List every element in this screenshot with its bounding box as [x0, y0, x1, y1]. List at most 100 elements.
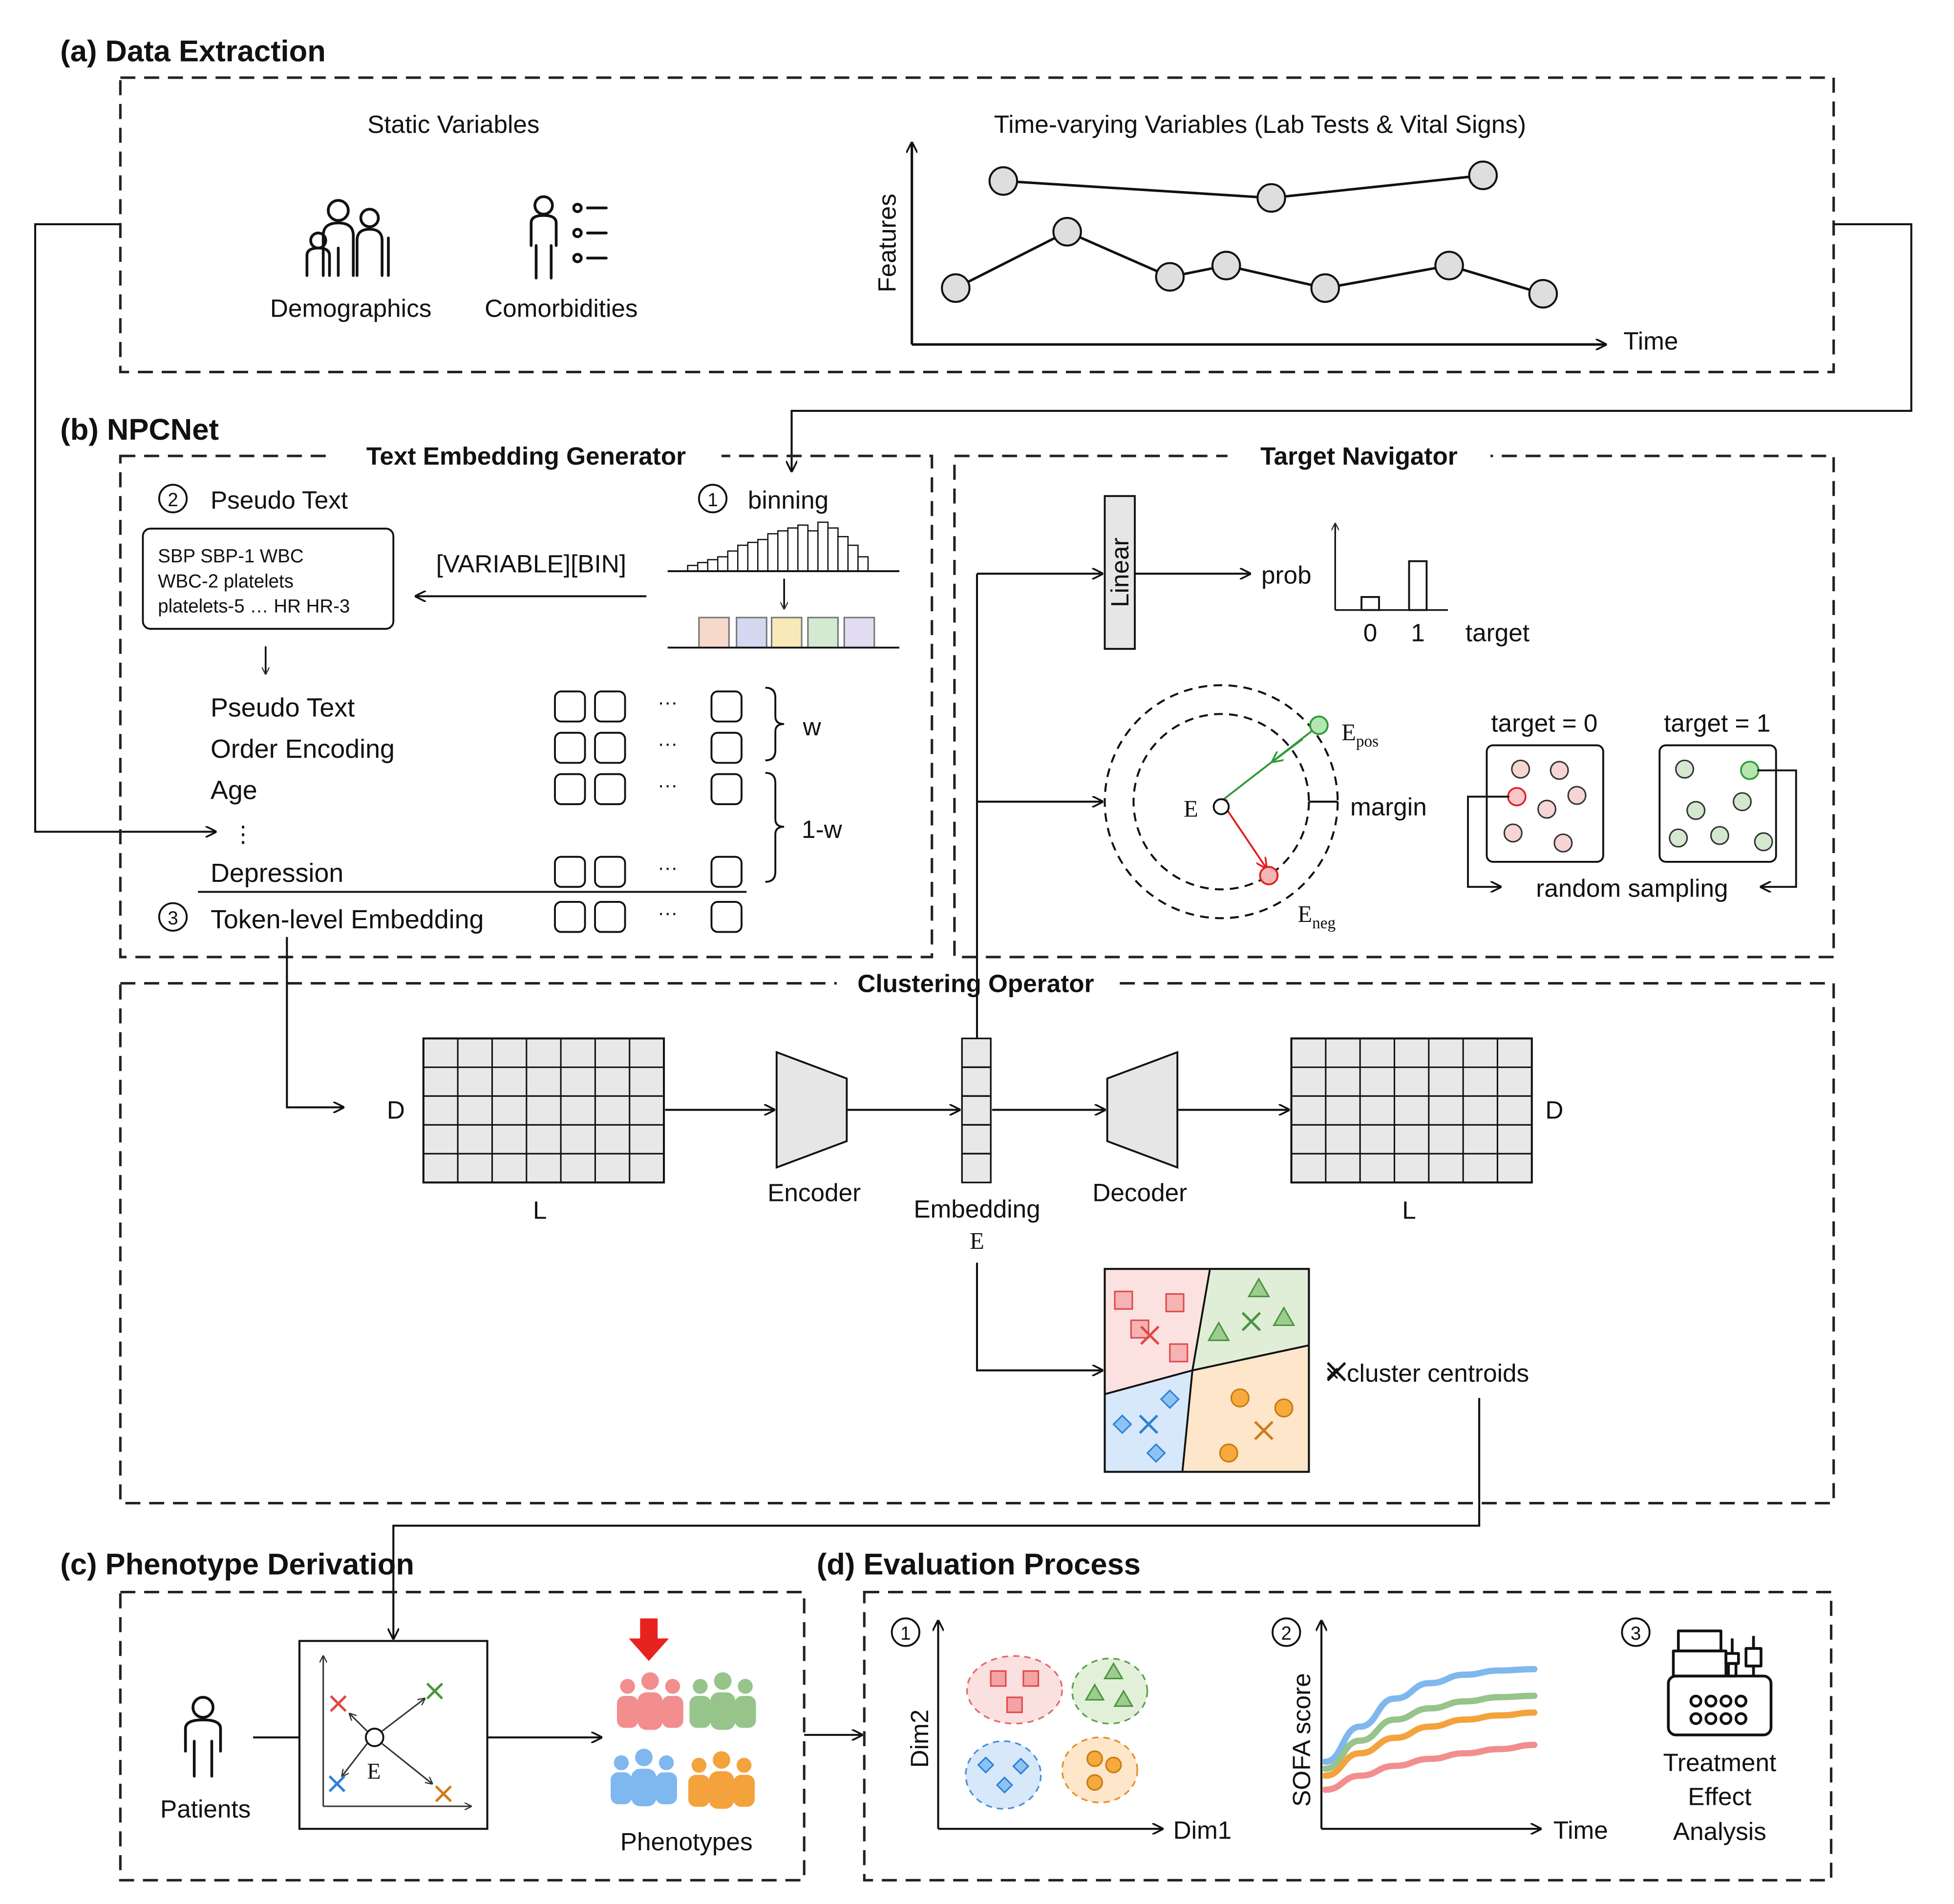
positive-sampling-line — [1757, 769, 1797, 887]
bin-block — [770, 617, 803, 649]
histogram-bar — [847, 544, 859, 572]
dim1-label: Dim1 — [1173, 1817, 1232, 1844]
negative-push-arrow — [1228, 811, 1266, 868]
green-triangle-point — [1207, 1321, 1230, 1341]
orange-circle-point — [1274, 1398, 1294, 1418]
feature-data-point — [1434, 251, 1464, 280]
person-body — [611, 1772, 632, 1804]
embedding-label: Embedding — [913, 1195, 1040, 1223]
treatment-line-3: Analysis — [1673, 1818, 1766, 1845]
eval-orange-point — [1086, 1774, 1103, 1791]
embedding-cell — [594, 690, 626, 723]
person-head — [714, 1672, 732, 1690]
eval3-number: 3 — [1631, 1623, 1641, 1644]
negative-sample — [1550, 761, 1569, 780]
embedding-slot — [961, 1153, 992, 1183]
clustering-title: Clustering Operator — [857, 970, 1094, 998]
highlight-arrow — [629, 1618, 669, 1661]
highlight-arrow-shaft — [640, 1618, 658, 1641]
target-axis-label: target — [1466, 619, 1529, 647]
positive-sample — [1675, 759, 1695, 779]
histogram-bar — [787, 527, 799, 572]
latent-orange-centroid — [435, 1785, 452, 1802]
patient-icon — [184, 1696, 222, 1778]
E-pos-main: E — [1341, 719, 1356, 746]
comorbidities-icon — [530, 195, 608, 279]
histogram-bar — [707, 559, 719, 572]
feature-data-point — [1052, 217, 1082, 247]
bin-block — [736, 617, 767, 649]
eval-blue-point — [996, 1776, 1013, 1794]
sofa-curve-blue — [1322, 1666, 1538, 1765]
eval2-marker — [1272, 1617, 1301, 1647]
sofa-curve-green — [1322, 1692, 1538, 1772]
histogram-bar — [747, 541, 759, 572]
embedding-slot — [961, 1095, 992, 1126]
negative-point — [1259, 866, 1279, 885]
latent-centroids — [328, 1682, 452, 1802]
histogram-bar — [807, 530, 819, 572]
embedding-cell — [710, 690, 743, 723]
prob-bars-group — [1360, 560, 1428, 611]
histogram-bar — [717, 556, 729, 572]
embedding-cell — [554, 690, 586, 723]
E-label: E — [1184, 796, 1198, 822]
embedding-E-label: E — [970, 1228, 984, 1254]
embedding-cell — [594, 731, 626, 764]
embedding-cell — [554, 856, 586, 888]
green-triangle-point — [1272, 1306, 1296, 1326]
linear-layer — [1104, 495, 1136, 650]
section-a-title: (a) Data Extraction — [60, 35, 326, 68]
feature-data-point — [1468, 160, 1498, 191]
cluster-map — [1104, 1268, 1346, 1473]
bin-block — [843, 617, 875, 649]
dots-row-2: ··· — [658, 732, 678, 755]
decoder-label: Decoder — [1092, 1179, 1187, 1207]
histogram-bar — [757, 538, 769, 572]
green-triangle-point — [1247, 1277, 1271, 1298]
centroid-pointers — [342, 1699, 432, 1784]
section-d-title: (d) Evaluation Process — [817, 1548, 1141, 1582]
eval1-number: 1 — [900, 1623, 911, 1644]
red-square-point — [1130, 1319, 1149, 1339]
clustering-title-bg — [836, 968, 1115, 1001]
eval-green-point — [1084, 1683, 1105, 1701]
person-head — [620, 1679, 635, 1694]
histogram-bar — [777, 530, 789, 572]
cluster-map-frame — [1104, 1268, 1310, 1473]
latent-E-label: E — [367, 1759, 381, 1784]
one-minus-w-brace — [765, 771, 785, 883]
sofa-curves — [1322, 1666, 1538, 1793]
histogram-bar — [697, 562, 709, 572]
person-head — [635, 1749, 653, 1766]
phenotype-group-orange — [688, 1751, 755, 1809]
phenotype-box — [119, 1591, 806, 1882]
embedding-cell — [710, 856, 743, 888]
treatment-line-1: Treatment — [1663, 1749, 1776, 1776]
person-head — [691, 1757, 707, 1773]
random-sampling-label: random sampling — [1536, 875, 1728, 902]
feature-data-point — [1310, 273, 1340, 303]
negative-sample — [1537, 799, 1557, 819]
w-brace — [765, 686, 785, 762]
target1-pool — [1658, 744, 1777, 863]
embedding-cell — [554, 773, 586, 805]
person-body — [637, 1692, 663, 1730]
patient-embedding-point — [364, 1728, 384, 1747]
histogram-bar — [837, 536, 849, 572]
legend-cross — [1327, 1362, 1346, 1382]
positive-sample — [1686, 801, 1706, 820]
feature-data-point — [1528, 278, 1558, 309]
person-body — [688, 1775, 710, 1807]
histogram-bar — [827, 527, 839, 572]
orange-centroid-cross — [1254, 1421, 1274, 1440]
eval3-marker — [1621, 1617, 1651, 1647]
prob-bar — [1360, 596, 1380, 611]
dots-row-1: ··· — [658, 691, 678, 713]
target-navigator-title-bg — [1227, 441, 1491, 474]
embedding-slot — [961, 1066, 992, 1097]
prob-tick-0: 0 — [1363, 619, 1378, 647]
histogram-bar — [817, 521, 829, 572]
section-c-title: (c) Phenotype Derivation — [60, 1548, 414, 1582]
